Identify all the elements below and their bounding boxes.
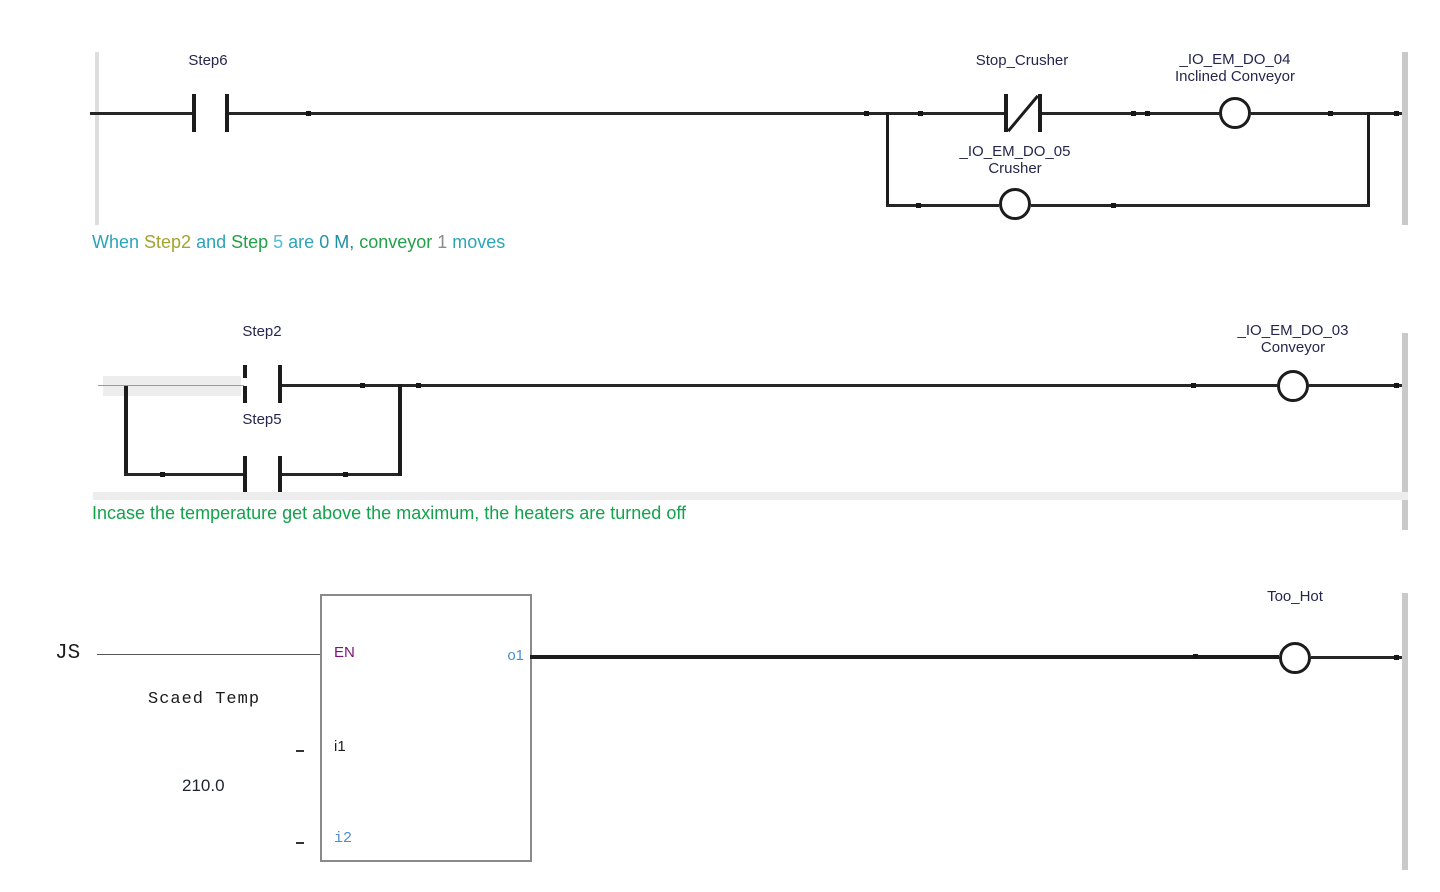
block-port-o1: o1 (507, 647, 524, 664)
wire (1311, 656, 1402, 659)
contact-step2[interactable] (243, 386, 247, 403)
wire (282, 384, 1277, 387)
left-power-rail-rung1 (95, 52, 99, 225)
wire (229, 112, 1005, 115)
comment-word: moves (452, 232, 506, 252)
coil-tag-inclined-conveyor[interactable]: _IO_EM_DO_04 (1179, 51, 1291, 68)
wire-junction (1145, 111, 1150, 116)
wire (886, 204, 999, 207)
wire-junction (1131, 111, 1136, 116)
coil-desc-conveyor: Conveyor (1260, 339, 1326, 356)
selection-highlight (103, 376, 241, 396)
right-power-rail-rung3 (1402, 593, 1408, 870)
branch-wire (1367, 112, 1370, 207)
wire-faded (98, 385, 244, 386)
contact-step5[interactable] (243, 456, 247, 494)
wire-junction (1191, 383, 1196, 388)
operand-js[interactable]: JS (55, 642, 81, 665)
block-port-en: EN (334, 644, 355, 661)
wire (1309, 384, 1402, 387)
rung2-comment[interactable]: Incase the temperature get above the max… (92, 503, 687, 523)
function-block-comparator[interactable]: EN o1 i1 i2 (320, 594, 532, 862)
wire (90, 112, 192, 115)
comment-word: 1 (437, 232, 448, 252)
coil-tag-conveyor[interactable]: _IO_EM_DO_03 (1237, 322, 1349, 339)
comment-word: 5 (273, 232, 284, 252)
pin-i1-stub (296, 750, 304, 752)
wire-junction (1394, 111, 1399, 116)
block-port-i2: i2 (334, 830, 353, 847)
wire (282, 473, 398, 476)
branch-wire (886, 112, 889, 207)
wire-junction (1328, 111, 1333, 116)
coil-desc-inclined-conveyor: Inclined Conveyor (1174, 68, 1296, 85)
comment-word: Step (231, 232, 269, 252)
comment-word: conveyor (359, 232, 433, 252)
contact-label-stop-crusher[interactable]: Stop_Crusher (975, 52, 1069, 69)
wire (1031, 204, 1370, 207)
wire (530, 655, 1279, 659)
wire-junction (343, 472, 348, 477)
operand-scaed-temp[interactable]: Scaed Temp (148, 690, 261, 709)
wire-junction (416, 383, 421, 388)
wire-junction (1193, 654, 1198, 659)
rung-separator (93, 492, 1408, 500)
contact-stop-crusher[interactable] (1038, 94, 1042, 132)
branch-wire (398, 384, 402, 476)
nc-contact-slash (1007, 94, 1039, 133)
block-port-i1: i1 (334, 738, 346, 755)
wire-enable (97, 654, 320, 655)
wire-junction (306, 111, 311, 116)
comment-word: are (288, 232, 315, 252)
coil-crusher[interactable] (999, 188, 1031, 220)
wire (1251, 112, 1402, 115)
branch-wire (124, 386, 128, 476)
comment-word: Step2 (144, 232, 192, 252)
contact-step6[interactable] (192, 94, 196, 132)
pin-i2-stub (296, 842, 304, 844)
comment-word: M, (334, 232, 355, 252)
contact-label-step5[interactable]: Step5 (242, 411, 282, 428)
wire-junction (160, 472, 165, 477)
coil-too-hot[interactable] (1279, 642, 1311, 674)
coil-inclined-conveyor[interactable] (1219, 97, 1251, 129)
wire (1042, 112, 1219, 115)
wire-junction (918, 111, 923, 116)
comment-word: 0 (319, 232, 330, 252)
coil-desc-crusher: Crusher (988, 160, 1042, 177)
wire (124, 473, 243, 476)
coil-conveyor[interactable] (1277, 370, 1309, 402)
wire-junction (1111, 203, 1116, 208)
coil-label-too-hot[interactable]: Too_Hot (1267, 588, 1323, 605)
comment-word: and (196, 232, 227, 252)
right-power-rail-rung1 (1402, 52, 1408, 225)
comment-word: When (92, 232, 140, 252)
wire-junction (1394, 655, 1399, 660)
coil-tag-crusher[interactable]: _IO_EM_DO_05 (959, 143, 1071, 160)
wire-junction (360, 383, 365, 388)
contact-label-step6[interactable]: Step6 (188, 52, 228, 69)
wire-junction (916, 203, 921, 208)
contact-label-step2[interactable]: Step2 (242, 323, 282, 340)
wire-junction (864, 111, 869, 116)
contact-step6[interactable] (225, 94, 229, 132)
contact-stop-crusher[interactable] (1004, 94, 1008, 132)
contact-step2[interactable] (278, 365, 282, 403)
operand-setpoint-value[interactable]: 210.0 (182, 776, 225, 795)
contact-step5[interactable] (278, 456, 282, 494)
wire-junction (1394, 383, 1399, 388)
right-power-rail-rung2 (1402, 333, 1408, 530)
contact-step2[interactable] (243, 365, 247, 378)
